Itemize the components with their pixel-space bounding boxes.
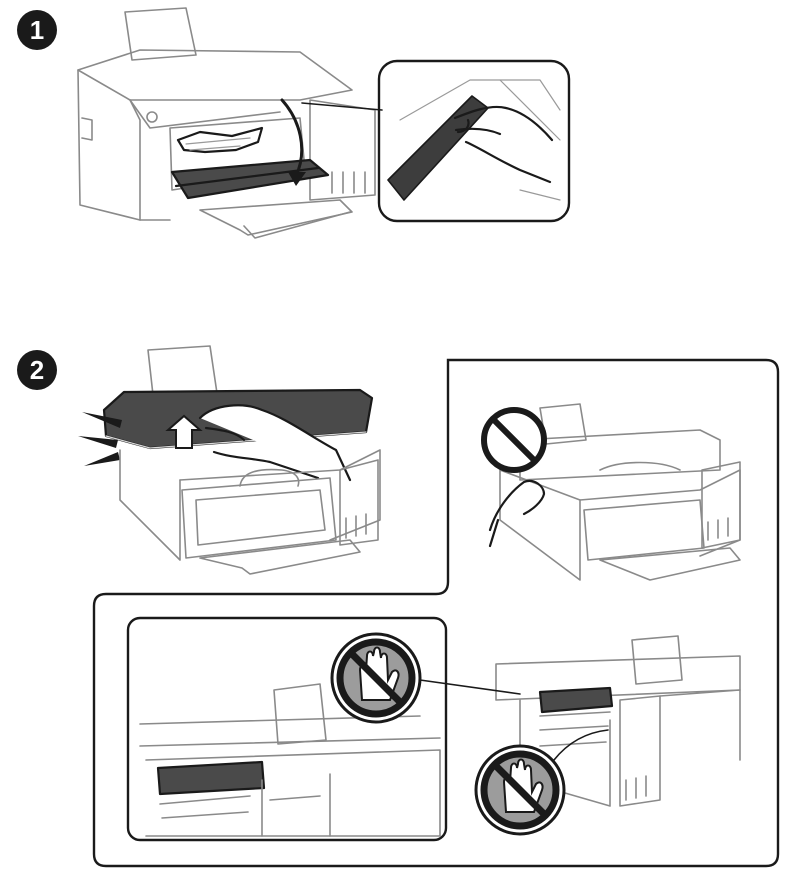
- step-2-badge: 2: [17, 350, 57, 390]
- step-1-badge: 1: [17, 10, 57, 50]
- step-1-printer: [77, 7, 383, 239]
- do-not-touch-hand-icon: [474, 744, 566, 836]
- step-1-inset: [377, 59, 571, 223]
- step-2-printer: [78, 345, 381, 575]
- step-2-warning-2: [126, 616, 741, 842]
- step-2-caution-frame: [92, 358, 780, 868]
- prohibition-icon: [481, 407, 547, 473]
- do-not-touch-hand-icon: [330, 632, 422, 724]
